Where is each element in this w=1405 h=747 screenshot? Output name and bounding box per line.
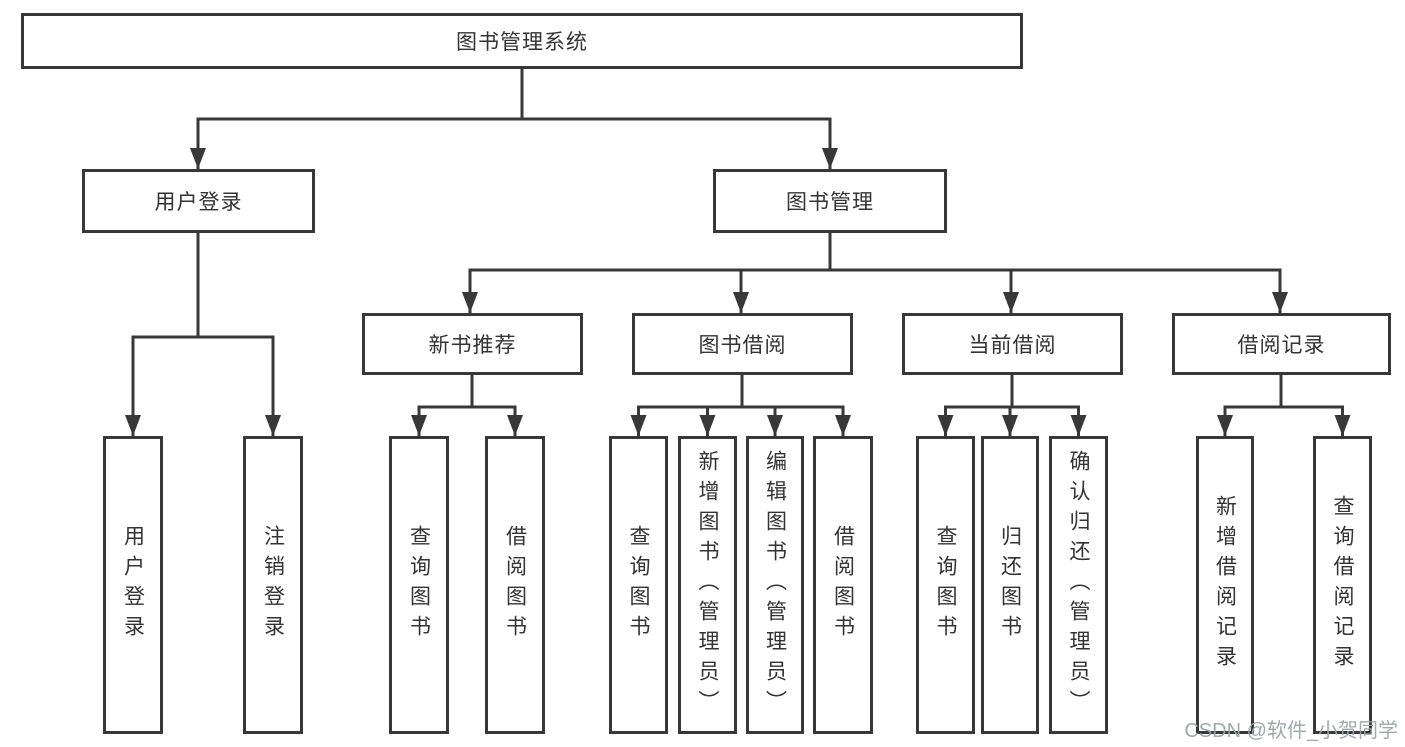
node-label: 查询图书 (934, 525, 957, 645)
leaf-borrow-borrow-books: 借阅图书 (813, 436, 873, 734)
leaf-borrow-edit-books-admin: 编辑图书（管理员） (746, 436, 804, 734)
leaf-borrow-add-books-admin: 新增图书（管理员） (678, 436, 737, 734)
node-label: 用户登录 (154, 191, 243, 214)
node-label: 注销登录 (261, 525, 285, 645)
node-label: 查询借阅记录 (1331, 495, 1354, 675)
node-label: 用户登录 (121, 525, 145, 645)
node-borrow-records: 借阅记录 (1172, 313, 1391, 375)
leaf-current-confirm-return-admin: 确认归还（管理员） (1049, 436, 1108, 734)
node-label: 归还图书 (998, 525, 1022, 645)
node-current-borrow: 当前借阅 (902, 313, 1123, 375)
node-label: 新增借阅记录 (1213, 495, 1237, 675)
leaf-newbook-query-books: 查询图书 (389, 436, 449, 734)
node-label: 借阅记录 (1237, 334, 1326, 357)
leaf-current-return-books: 归还图书 (981, 436, 1039, 734)
leaf-records-add-borrow-record: 新增借阅记录 (1196, 436, 1254, 734)
node-label: 新增图书（管理员） (696, 450, 719, 720)
node-book-management: 图书管理 (713, 169, 947, 233)
node-label: 查询图书 (627, 525, 650, 645)
node-label: 图书管理 (786, 191, 874, 214)
node-new-book-recommend: 新书推荐 (362, 313, 583, 375)
leaf-user-login: 用户登录 (103, 436, 163, 734)
node-label: 借阅图书 (831, 525, 855, 645)
leaf-logout: 注销登录 (243, 436, 303, 734)
node-label: 新书推荐 (428, 334, 517, 357)
node-label: 查询图书 (407, 525, 431, 645)
node-label: 图书管理系统 (456, 31, 588, 54)
node-label: 借阅图书 (503, 525, 527, 645)
watermark: CSDN @软件_小贺同学 (1184, 720, 1398, 742)
node-label: 图书借阅 (698, 334, 787, 357)
node-root: 图书管理系统 (21, 13, 1023, 69)
leaf-borrow-query-books: 查询图书 (609, 436, 668, 734)
node-label: 编辑图书（管理员） (763, 450, 787, 720)
leaf-current-query-books: 查询图书 (916, 436, 975, 734)
leaf-records-query-borrow-record: 查询借阅记录 (1313, 436, 1372, 734)
node-label: 确认归还（管理员） (1067, 450, 1090, 720)
node-book-borrow: 图书借阅 (632, 313, 853, 375)
node-user-login: 用户登录 (82, 169, 315, 233)
node-label: 当前借阅 (968, 334, 1057, 357)
leaf-newbook-borrow-books: 借阅图书 (485, 436, 545, 734)
